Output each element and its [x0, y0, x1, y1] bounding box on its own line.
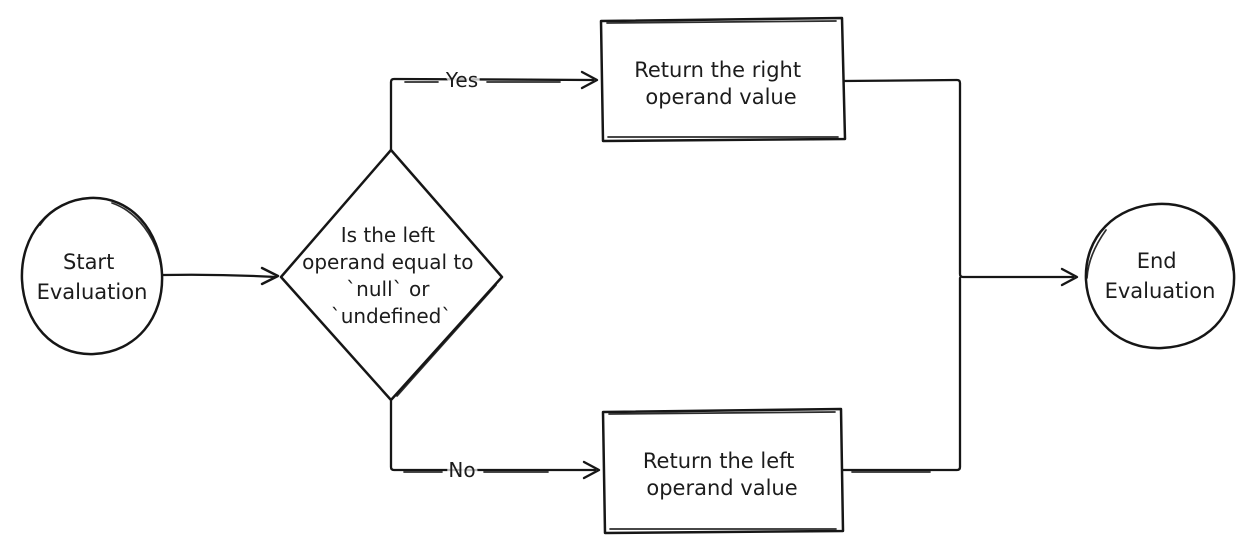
edge-start-to-decision — [161, 266, 280, 286]
edge-line — [389, 77, 595, 152]
return-right-sketch-overlay — [606, 20, 839, 138]
edge-line — [840, 276, 962, 472]
decision-diamond-shape — [279, 148, 504, 402]
end-circle-shape — [1084, 202, 1236, 350]
node-start: Start Evaluation — [20, 196, 164, 356]
edge-decision-yes — [389, 70, 599, 152]
start-circle-sketch-overlay — [39, 197, 162, 267]
edge-line — [389, 399, 597, 472]
end-circle-sketch-overlay — [1086, 211, 1234, 279]
edge-label-yes: Yes — [445, 68, 478, 92]
node-end: End Evaluation — [1084, 202, 1236, 350]
edges — [161, 70, 1079, 480]
node-return-right: Return the right operand value — [599, 16, 847, 143]
return-left-label: Return the left operand value — [643, 449, 801, 500]
edge-decision-no — [389, 399, 601, 480]
decision-diamond-sketch-overlay — [396, 158, 499, 397]
arrowhead-right-icon — [580, 70, 599, 90]
edge-line — [841, 78, 1075, 279]
arrowhead-right-icon — [1060, 267, 1079, 287]
start-label: Start Evaluation — [37, 250, 148, 304]
node-return-left: Return the left operand value — [601, 407, 845, 535]
arrowhead-right-icon — [582, 460, 601, 480]
return-right-rect-shape — [599, 16, 847, 143]
edge-left-to-end — [840, 276, 962, 473]
arrowhead-right-icon — [260, 266, 280, 286]
node-decision: Is the left operand equal to `null` or `… — [279, 148, 504, 402]
edge-right-to-end — [841, 78, 1079, 287]
return-left-rect-shape — [601, 407, 845, 535]
decision-label: Is the left operand equal to `null` or `… — [302, 223, 480, 328]
end-label: End Evaluation — [1105, 249, 1216, 303]
edge-line — [161, 273, 278, 279]
return-left-sketch-overlay — [608, 411, 837, 530]
return-right-label: Return the right operand value — [634, 58, 808, 109]
edge-label-no: No — [448, 458, 475, 482]
